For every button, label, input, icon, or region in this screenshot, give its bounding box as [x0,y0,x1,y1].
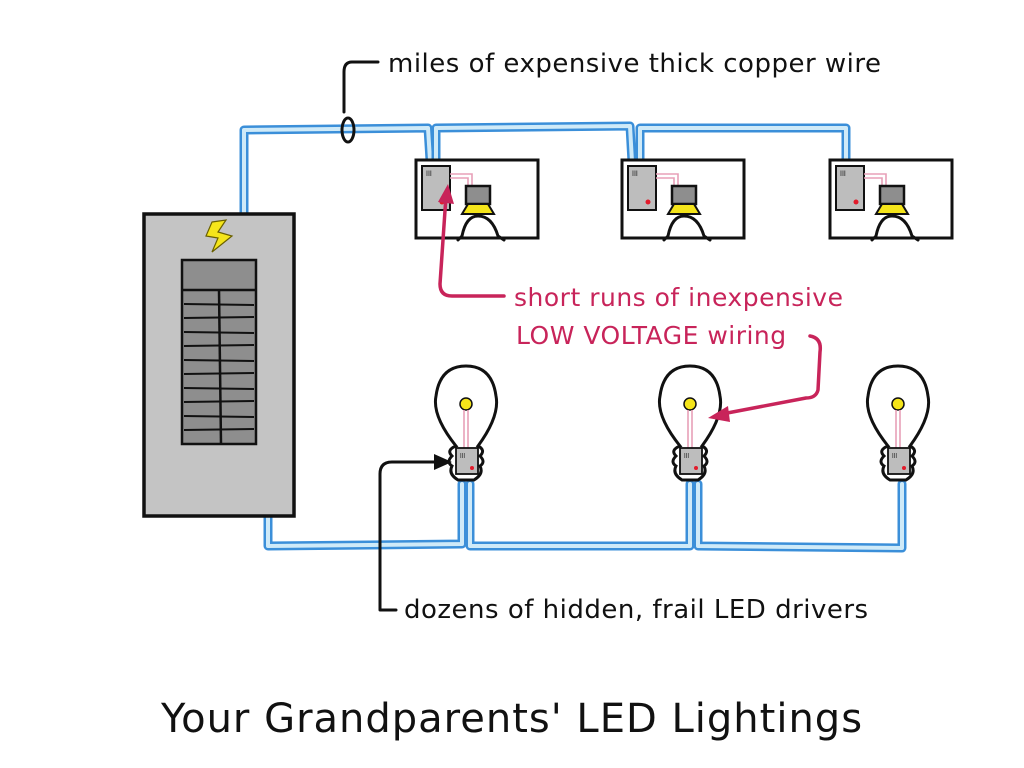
light-cone [662,214,712,242]
led-module [670,184,698,206]
breaker-switches [182,288,256,445]
wire-loop-marker [340,116,356,144]
low-voltage-wire [656,173,679,186]
light-bulb: lll [433,364,499,482]
breaker-panel [142,212,296,518]
led-emitter [666,203,702,215]
ceiling-fixture: lll [828,158,954,242]
arrow-head-icon [434,454,452,470]
copper-wire-label: miles of expensive thick copper wire [388,49,882,79]
led-emitter [874,203,910,215]
ceiling-fixture: lll [414,158,540,242]
arrow-head-icon [438,184,454,204]
light-bulb: lll [865,364,931,482]
arrow-head-icon [708,406,730,422]
svg-text:lll: lll [840,170,846,178]
breaker-column-divider [217,289,223,445]
low-voltage-label-line2: LOW VOLTAGE wiring [516,321,787,350]
bulb-glass [433,364,499,482]
ceiling-fixture: lll [620,158,746,242]
ceiling-fixtures: lll lll lll [414,158,954,242]
led-chip-icon [683,397,697,411]
low-voltage-wire [864,173,887,186]
light-cone [456,214,506,242]
bulb-glass [657,364,723,482]
led-bulbs: lll lll lll [433,364,931,482]
upper-copper-wiring [239,121,851,219]
low-voltage-wire [450,173,473,186]
svg-text:lll: lll [684,453,689,460]
led-driver-icon: lll [455,447,479,475]
light-cone [870,214,920,242]
svg-text:lll: lll [632,170,638,178]
breaker-switch-divider [183,415,255,418]
led-driver-icon: lll [887,447,911,475]
led-emitter [460,203,496,215]
led-driver-icon: lll [627,165,657,211]
copper-wire-callout: miles of expensive thick copper wire [340,49,882,144]
led-module [878,184,906,206]
breaker-switch-divider [183,428,255,431]
svg-text:lll: lll [426,170,432,178]
breaker-switch-divider [183,387,255,390]
svg-text:lll: lll [460,453,465,460]
low-voltage-label-line1: short runs of inexpensive [514,283,843,312]
led-chip-icon [459,397,473,411]
bulb-glass [865,364,931,482]
led-module [464,184,492,206]
led-driver-icon: lll [835,165,865,211]
drivers-callout: dozens of hidden, frail LED drivers [378,454,869,625]
led-chip-icon [891,397,905,411]
lightning-bolt-icon [205,219,234,253]
breaker-switch-divider [183,400,255,403]
diagram-title: Your Grandparents' LED Lightings [160,696,863,742]
light-bulb: lll [657,364,723,482]
drivers-label: dozens of hidden, frail LED drivers [404,595,869,625]
lower-copper-wiring [263,479,907,553]
low-voltage-callout: short runs of inexpensive LOW VOLTAGE wi… [438,184,843,422]
led-driver-icon: lll [679,447,703,475]
svg-text:lll: lll [892,453,897,460]
